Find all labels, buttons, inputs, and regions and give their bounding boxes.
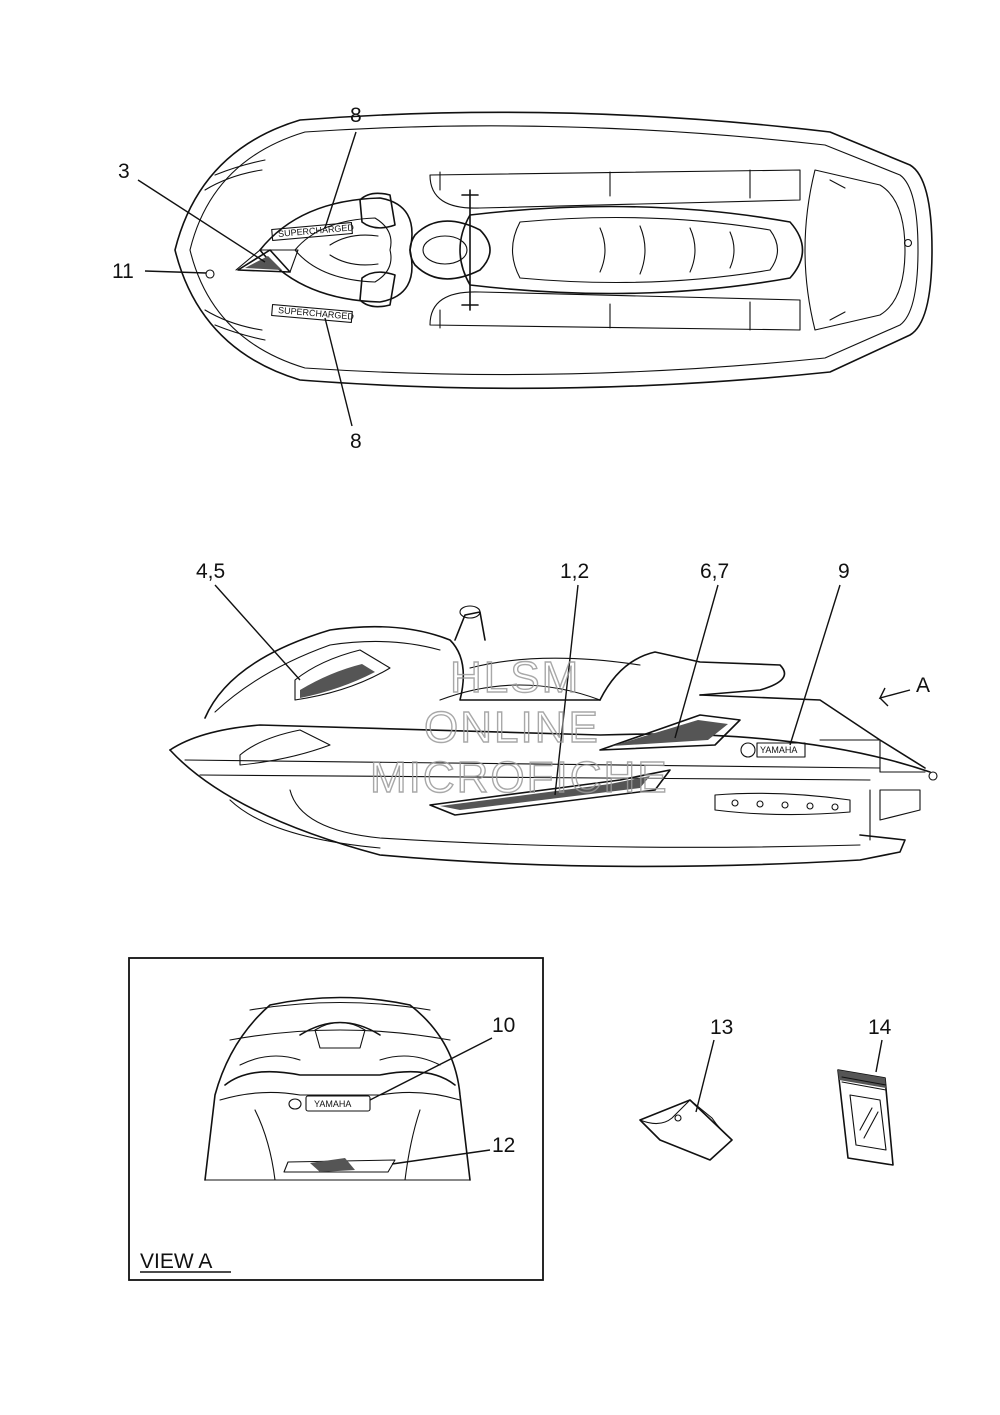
item-13-card <box>639 1039 733 1161</box>
callout-14: 14 <box>868 1016 892 1039</box>
callout-view-arrow-a: A <box>916 674 930 697</box>
callout-8-upper: 8 <box>350 104 362 127</box>
decal-yamaha-rear-text: YAMAHA <box>314 1099 351 1109</box>
top-view-watercraft: SUPERCHARGED SUPERCHARGED <box>174 111 933 390</box>
side-view-watercraft: YAMAHA <box>169 605 938 868</box>
item-14-pouch <box>837 1039 894 1166</box>
decal-yamaha-side-text: YAMAHA <box>760 745 797 755</box>
watermark-line-3: MICROFICHE <box>370 753 669 802</box>
callout-8-lower: 8 <box>350 430 362 453</box>
watermark-line-2: ONLINE <box>424 703 600 752</box>
watermark: HLSM ONLINE MICROFICHE <box>369 652 669 802</box>
callout-11: 11 <box>112 260 134 283</box>
callout-1-2: 1,2 <box>560 560 589 583</box>
callout-4-5: 4,5 <box>196 560 225 583</box>
callout-13: 13 <box>710 1016 733 1039</box>
view-a-title: VIEW A <box>140 1250 212 1273</box>
view-a-leaders <box>369 1037 493 1165</box>
callout-9: 9 <box>838 560 850 583</box>
top-view-leaders <box>137 131 357 427</box>
callout-3: 3 <box>118 160 130 183</box>
callout-6-7: 6,7 <box>700 560 729 583</box>
view-a-panel: YAMAHA VIEW A <box>128 957 544 1281</box>
side-view-leaders <box>214 584 911 796</box>
callout-12: 12 <box>492 1134 515 1157</box>
callout-10: 10 <box>492 1014 515 1037</box>
watermark-line-1: HLSM <box>450 653 580 702</box>
